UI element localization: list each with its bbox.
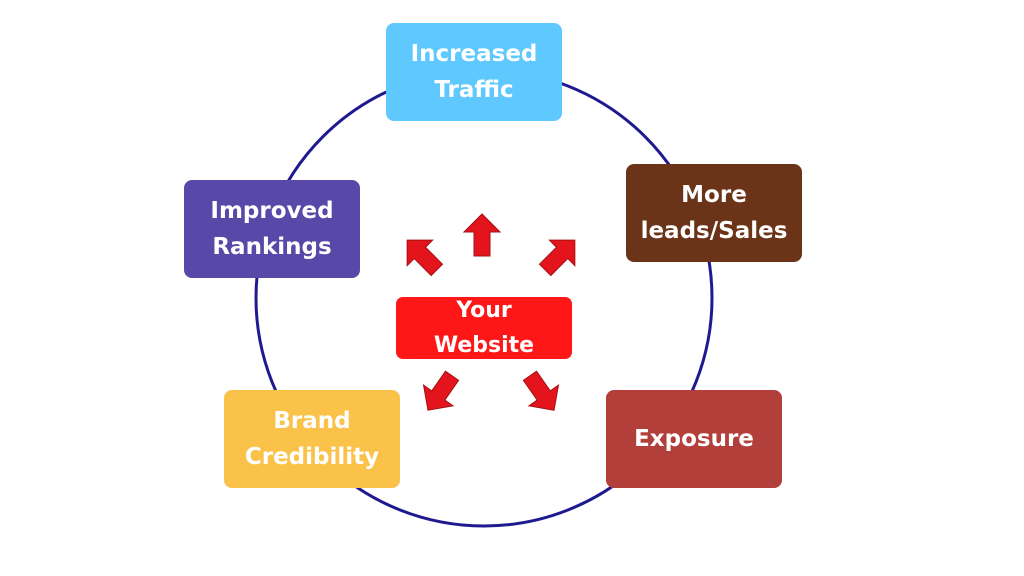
node-brand-credibility: Brand Credibility xyxy=(224,390,400,488)
arrow-downright-icon xyxy=(522,370,560,411)
arrow-downleft-icon xyxy=(422,370,460,411)
node-improved-rankings: Improved Rankings xyxy=(184,180,360,278)
node-more-leads-sales: More leads/Sales xyxy=(626,164,802,262)
arrow-up-icon xyxy=(462,213,502,257)
arrow-upright-icon xyxy=(538,239,576,277)
node-increased-traffic: Increased Traffic xyxy=(386,23,562,121)
center-node-your-website: Your Website xyxy=(396,297,572,359)
arrow-upleft-icon xyxy=(406,239,444,277)
node-exposure: Exposure xyxy=(606,390,782,488)
